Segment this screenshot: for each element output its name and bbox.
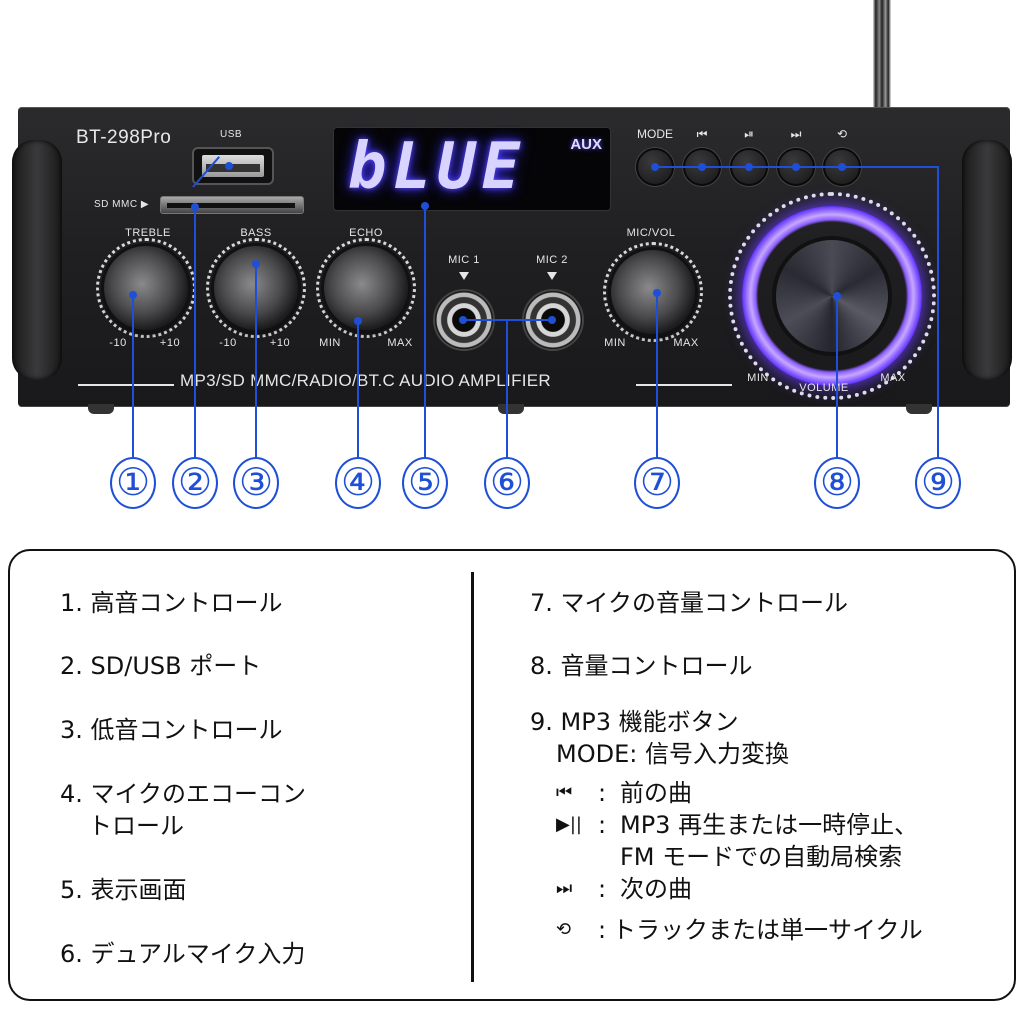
echo-max-label: MAX <box>387 337 413 349</box>
callout-dot <box>225 162 233 170</box>
display-text: bLUE <box>348 130 527 204</box>
mic2-label: MIC 2 <box>536 254 568 266</box>
callout-line <box>255 264 257 457</box>
echo-knob[interactable] <box>324 246 408 330</box>
callout-line <box>836 296 838 457</box>
legend-item-9-line1: 9. MP3 機能ボタン <box>530 708 739 736</box>
mic1-label: MIC 1 <box>448 254 480 266</box>
volume-label: VOLUME <box>799 382 849 394</box>
next-track-icon: ⏭ <box>556 878 573 899</box>
mic1-arrow-icon <box>459 272 469 280</box>
callout-number-8: ⑧ <box>814 457 860 509</box>
function-desc: 次の曲 <box>620 875 692 903</box>
foot <box>88 404 114 414</box>
antenna <box>873 0 891 108</box>
callout-line <box>655 166 939 168</box>
legend-item-6: 6. デュアルマイク入力 <box>60 940 306 968</box>
echo-scale-dots <box>316 238 416 338</box>
callout-number-1: ① <box>110 457 156 509</box>
tagline-rule-right <box>636 384 732 386</box>
callout-number-3: ③ <box>233 457 279 509</box>
legend-item-8: 8. 音量コントロール <box>530 652 753 680</box>
mic-vol-scale-dots <box>603 242 703 342</box>
previous-track-icon: ⏮ <box>696 127 708 141</box>
callout-number-5: ⑤ <box>402 457 448 509</box>
legend-item-9-line2: MODE: 信号入力変換 <box>556 740 789 768</box>
treble-max-label: +10 <box>159 337 181 349</box>
repeat-icon: ⟲ <box>556 919 572 940</box>
bass-min-label: -10 <box>219 337 237 349</box>
volume-min-label: MIN <box>747 372 769 384</box>
legend-item-4-line2: トロール <box>88 812 184 840</box>
echo-label: ECHO <box>349 227 383 239</box>
bass-label: BASS <box>240 227 272 239</box>
mode-button-label: MODE <box>637 127 673 141</box>
volume-max-label: MAX <box>880 372 906 384</box>
mic-vol-max-label: MAX <box>673 337 699 349</box>
volume-scale-dots <box>728 192 936 400</box>
legend-item-1: 1. 高音コントロール <box>60 589 283 617</box>
treble-knob[interactable] <box>104 246 188 330</box>
function-row-repeat: ⟲ : トラックまたは単一サイクル <box>556 916 923 944</box>
model-name: BT-298Pro <box>76 127 172 148</box>
display-mode-indicator: AUX <box>570 136 602 153</box>
play-pause-icon: ▶|| <box>556 814 582 835</box>
foot <box>906 404 932 414</box>
function-desc: トラックまたは単一サイクル <box>612 916 923 944</box>
usb-label: USB <box>220 129 243 140</box>
bass-max-label: +10 <box>269 337 291 349</box>
callout-line <box>194 207 196 457</box>
callout-number-2: ② <box>172 457 218 509</box>
callout-number-4: ④ <box>335 457 381 509</box>
display-screen: bLUE AUX <box>333 127 611 211</box>
legend-item-2: 2. SD/USB ポート <box>60 652 262 680</box>
treble-label: TREBLE <box>125 227 171 239</box>
callout-number-6: ⑥ <box>484 457 530 509</box>
callout-line <box>132 295 134 457</box>
callout-line <box>424 206 426 457</box>
legend-divider <box>471 572 474 982</box>
repeat-icon: ⟲ <box>836 127 848 141</box>
callout-number-9: ⑨ <box>915 457 961 509</box>
tagline: MP3/SD MMC/RADIO/BT.C AUDIO AMPLIFIER <box>180 371 551 390</box>
tagline-rule-left <box>78 384 174 386</box>
play-pause-icon: ⏯ <box>744 127 754 141</box>
next-track-icon: ⏭ <box>790 127 802 141</box>
function-desc: MP3 再生または一時停止、 FM モードでの自動局検索 <box>620 811 919 871</box>
function-row-previous: ⏮ : 前の曲 <box>556 779 692 807</box>
sd-label: SD MMC ▶ <box>94 199 150 210</box>
legend-item-7: 7. マイクの音量コントロール <box>530 589 849 617</box>
echo-min-label: MIN <box>319 337 341 349</box>
callout-line <box>506 319 508 457</box>
function-row-play-pause: ▶|| : MP3 再生または一時停止、 FM モードでの自動局検索 <box>556 811 919 871</box>
right-handle <box>962 140 1012 380</box>
mic-vol-min-label: MIN <box>604 337 626 349</box>
function-row-next: ⏭ : 次の曲 <box>556 875 692 903</box>
function-desc: 前の曲 <box>620 779 692 807</box>
mic-vol-label: MIC/VOL <box>626 227 676 239</box>
treble-min-label: -10 <box>109 337 127 349</box>
previous-track-icon: ⏮ <box>556 782 573 803</box>
volume-knob[interactable] <box>776 240 888 352</box>
callout-line <box>656 293 658 457</box>
legend-item-4-line1: 4. マイクのエコーコン <box>60 780 307 808</box>
left-handle <box>12 140 62 380</box>
callout-number-7: ⑦ <box>634 457 680 509</box>
callout-line <box>937 166 939 457</box>
legend-item-5: 5. 表示画面 <box>60 876 187 904</box>
legend-item-3: 3. 低音コントロール <box>60 716 283 744</box>
legend-box <box>8 549 1016 1001</box>
callout-line <box>357 321 359 457</box>
foot <box>498 404 524 414</box>
mic2-arrow-icon <box>547 272 557 280</box>
usb-port[interactable] <box>192 147 274 185</box>
callout-dot <box>548 316 556 324</box>
sd-card-slot[interactable] <box>160 196 304 214</box>
